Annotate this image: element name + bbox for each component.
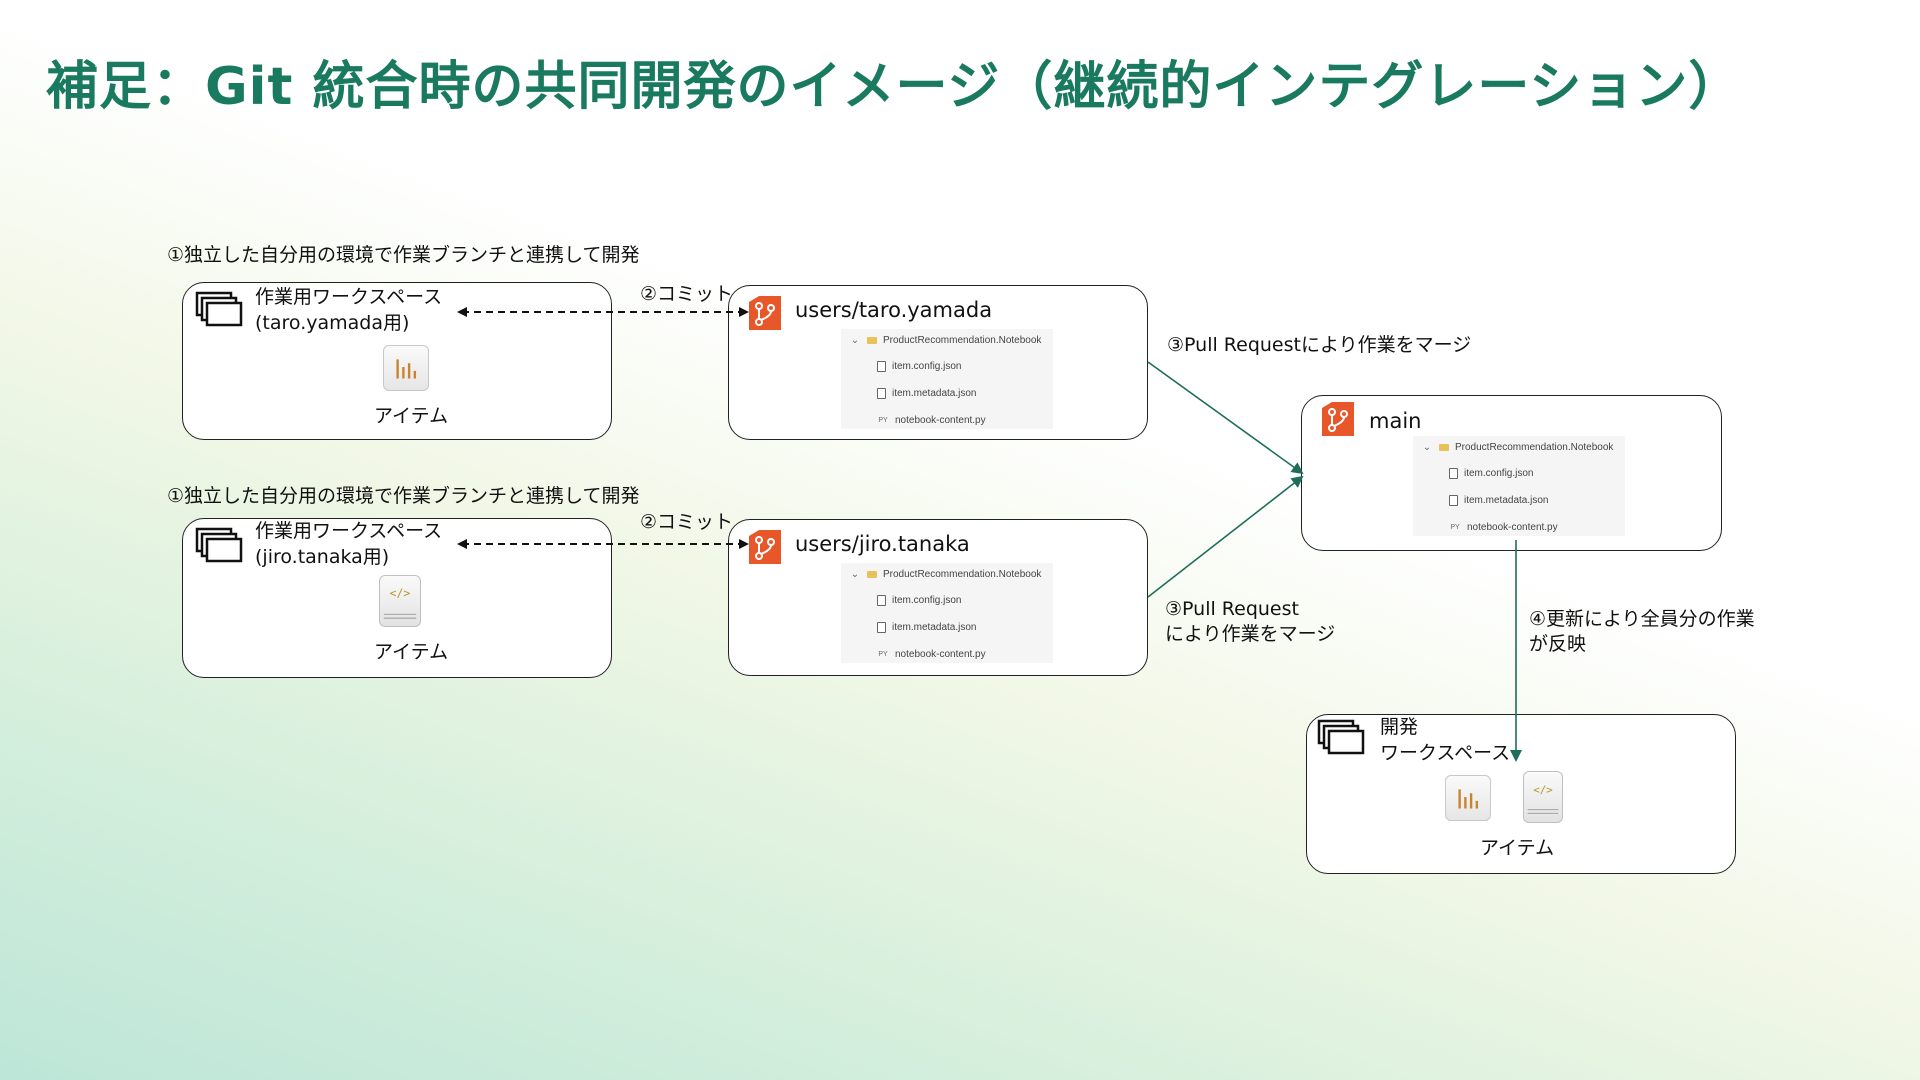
python-file-icon: PY: [1450, 524, 1460, 531]
python-file-icon: PY: [878, 651, 888, 658]
file-name: item.metadata.json: [1464, 495, 1549, 506]
branch-name: users/jiro.tanaka: [795, 532, 970, 556]
file-icon: [1449, 495, 1458, 506]
file-tree-file-row: PY notebook-content.py: [877, 649, 986, 660]
file-icon: [877, 361, 886, 372]
file-icon: [1449, 468, 1458, 479]
file-name: notebook-content.py: [895, 415, 986, 426]
workspace-title: 開発 ワークスペース: [1380, 715, 1510, 766]
file-tree-file-row: PY notebook-content.py: [1449, 522, 1558, 533]
folder-name: ProductRecommendation.Notebook: [883, 335, 1042, 346]
file-icon: [877, 388, 886, 399]
chevron-down-icon: ⌄: [850, 569, 860, 580]
file-tree: ⌄ ProductRecommendation.Notebook item.co…: [841, 329, 1053, 429]
workspace-title-line2: (taro.yamada用): [255, 311, 410, 334]
item-caption: アイテム: [374, 405, 449, 427]
folder-icon: [867, 337, 877, 344]
workspace-title-line1: 作業用ワークスペース: [255, 286, 443, 308]
file-tree-file-row: item.config.json: [877, 595, 961, 606]
step3-label-top: ③Pull Requestにより作業をマージ: [1167, 334, 1472, 356]
merge-arrow-taro: [1147, 361, 1304, 475]
step4-label: ④更新により全員分の作業 が反映: [1529, 607, 1755, 656]
file-name: notebook-content.py: [895, 649, 986, 660]
branch-box-main: main ⌄ ProductRecommendation.Notebook it…: [1301, 395, 1722, 551]
git-branch-icon: [749, 530, 781, 564]
step4-label-line2: が反映: [1529, 632, 1587, 655]
dev-workspace-box: 開発 ワークスペース </> アイテム: [1306, 714, 1736, 874]
file-tree-file-row: PY notebook-content.py: [877, 415, 986, 426]
step2-label-bottom: ②コミット: [640, 511, 734, 533]
file-tree-file-row: item.metadata.json: [877, 388, 977, 399]
step2-label-top: ②コミット: [640, 283, 734, 305]
workspace-title-line1: 作業用ワークスペース: [255, 520, 443, 542]
notebook-icon: </>: [1523, 771, 1563, 823]
svg-text:</>: </>: [390, 586, 411, 600]
merge-arrow-jiro: [1147, 475, 1304, 598]
branch-box-taro: users/taro.yamada ⌄ ProductRecommendatio…: [728, 285, 1148, 440]
item-caption: アイテム: [374, 641, 449, 663]
git-branch-icon: [1322, 402, 1354, 436]
report-icon: [1445, 775, 1491, 821]
file-name: item.metadata.json: [892, 388, 977, 399]
file-tree-folder-row: ⌄ ProductRecommendation.Notebook: [849, 335, 1042, 346]
file-tree-file-row: item.config.json: [877, 361, 961, 372]
step4-label-line1: ④更新により全員分の作業: [1529, 608, 1755, 630]
workspace-icon: [1317, 719, 1365, 755]
file-name: notebook-content.py: [1467, 522, 1558, 533]
file-tree-folder-row: ⌄ ProductRecommendation.Notebook: [1421, 442, 1614, 453]
file-name: item.config.json: [892, 361, 962, 372]
file-tree-folder-row: ⌄ ProductRecommendation.Notebook: [849, 569, 1042, 580]
workspace-icon: [195, 291, 243, 327]
workspace-title: 作業用ワークスペース (taro.yamada用): [255, 285, 442, 336]
workspace-box-jiro: 作業用ワークスペース (jiro.tanaka用) </> アイテム: [182, 518, 612, 678]
file-icon: [877, 622, 886, 633]
chevron-down-icon: ⌄: [1422, 442, 1432, 453]
folder-icon: [1439, 444, 1449, 451]
step1-label-top: ①独立した自分用の環境で作業ブランチと連携して開発: [167, 244, 640, 266]
workspace-icon: [195, 527, 243, 563]
notebook-icon: </>: [379, 575, 421, 627]
svg-text:</>: </>: [1533, 783, 1553, 796]
step3-label-bottom: ③Pull Request により作業をマージ: [1165, 597, 1335, 646]
file-tree-file-row: item.config.json: [1449, 468, 1533, 479]
page-title: 補足：Git 統合時の共同開発のイメージ（継続的インテグレーション）: [46, 57, 1742, 117]
branch-name: main: [1369, 409, 1422, 433]
folder-name: ProductRecommendation.Notebook: [1455, 442, 1614, 453]
workspace-title-line1: 開発: [1380, 716, 1419, 738]
file-name: item.config.json: [1464, 468, 1534, 479]
file-tree: ⌄ ProductRecommendation.Notebook item.co…: [1413, 436, 1625, 536]
step1-label-bottom: ①独立した自分用の環境で作業ブランチと連携して開発: [167, 485, 640, 507]
git-branch-icon: [749, 296, 781, 330]
step3-label-bottom-line1: ③Pull Request: [1165, 598, 1299, 620]
chevron-down-icon: ⌄: [850, 335, 860, 346]
branch-name: users/taro.yamada: [795, 298, 993, 322]
folder-name: ProductRecommendation.Notebook: [883, 569, 1042, 580]
file-name: item.metadata.json: [892, 622, 977, 633]
folder-icon: [867, 571, 877, 578]
file-tree-file-row: item.metadata.json: [877, 622, 977, 633]
python-file-icon: PY: [878, 417, 888, 424]
file-icon: [877, 595, 886, 606]
file-tree-file-row: item.metadata.json: [1449, 495, 1549, 506]
item-caption: アイテム: [1480, 837, 1555, 859]
workspace-title: 作業用ワークスペース (jiro.tanaka用): [255, 519, 442, 570]
report-icon: [383, 345, 429, 391]
step3-label-bottom-line2: により作業をマージ: [1165, 622, 1336, 645]
file-name: item.config.json: [892, 595, 962, 606]
workspace-title-line2: ワークスペース: [1380, 741, 1511, 764]
workspace-title-line2: (jiro.tanaka用): [255, 545, 390, 568]
file-tree: ⌄ ProductRecommendation.Notebook item.co…: [841, 563, 1053, 663]
branch-box-jiro: users/jiro.tanaka ⌄ ProductRecommendatio…: [728, 519, 1148, 676]
